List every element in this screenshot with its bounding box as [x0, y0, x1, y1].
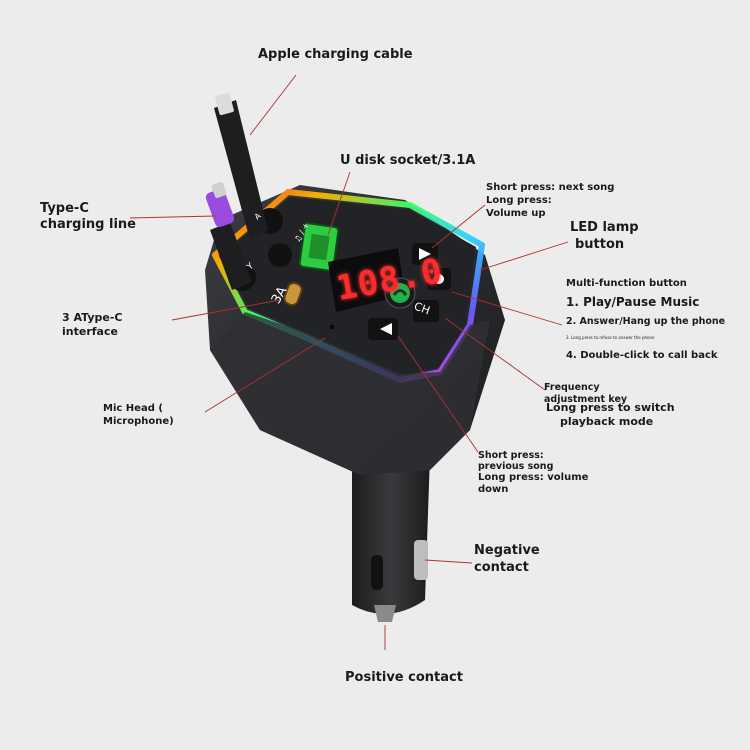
line-usb-socket: [327, 171, 351, 236]
label-multi-function-1: 1. Play/Pause Music: [566, 295, 700, 309]
line-negative-contact: [424, 559, 473, 564]
label-next-song-3: Volume up: [486, 208, 546, 219]
label-switch-mode-1: Long press to switch: [546, 401, 675, 414]
line-apple-cable: [249, 74, 297, 136]
label-multi-function-2: 2. Answer/Hang up the phone: [566, 316, 726, 327]
lightning-connector: [215, 92, 234, 116]
label-frequency-1: Frequency: [544, 382, 600, 393]
label-previous-song-1: Short press:: [478, 450, 544, 461]
type-c-connector: [205, 189, 235, 227]
label-positive-contact: Positive contact: [345, 670, 463, 685]
line-previous-song: [397, 335, 479, 453]
cigarette-plug: [352, 455, 430, 622]
label-usb-socket: U disk socket/3.1A: [340, 153, 476, 168]
type-c-cable: [210, 222, 252, 290]
callout-lines: [129, 74, 569, 650]
line-led-button: [479, 241, 569, 271]
label-mic-head-1: Mic Head (: [103, 403, 163, 414]
mic-hole: [329, 324, 335, 330]
label-type-c-line-2: charging line: [40, 217, 136, 232]
label-frequency-2: adjustment key: [544, 394, 628, 405]
label-previous-song-3: Long press: volume: [478, 472, 589, 483]
label-type-c-interface-1: 3 AType-C: [62, 311, 123, 324]
label-previous-song-2: previous song: [478, 461, 554, 472]
label-switch-mode-2: playback mode: [560, 415, 654, 428]
label-multi-function-title: Multi-function button: [566, 278, 687, 289]
negative-contact-spring: [414, 540, 428, 580]
label-previous-song-4: down: [478, 484, 509, 495]
retractable-cables: [205, 92, 292, 291]
label-next-song-2: Long press:: [486, 195, 552, 206]
line-type-c-interface: [171, 299, 281, 321]
label-led-button-2: button: [575, 237, 625, 252]
apple-cable: [214, 100, 268, 240]
positive-contact-tip: [374, 605, 396, 622]
line-multi-function: [451, 291, 563, 326]
label-type-c-interface-2: interface: [62, 325, 118, 338]
line-mic-head: [204, 337, 326, 413]
label-type-c-line-1: Type-C: [40, 201, 89, 216]
call-button: [384, 277, 416, 309]
usb-socket: [298, 222, 340, 272]
label-apple-cable: Apple charging cable: [258, 47, 413, 62]
line-next-song: [431, 204, 486, 249]
line-type-c-line: [129, 215, 216, 219]
label-negative-contact-2: contact: [474, 560, 529, 575]
label-multi-function-3: 3. Long press to refuse to answer the ph…: [566, 335, 655, 340]
button-cluster: [368, 243, 451, 340]
label-next-song-1: Short press: next song: [486, 182, 615, 193]
label-multi-function-4: 4. Double-click to call back: [566, 350, 718, 361]
type-c-port: [283, 281, 303, 307]
label-mic-head-2: Microphone): [103, 416, 174, 427]
label-negative-contact-1: Negative: [474, 543, 540, 558]
line-frequency: [444, 317, 546, 391]
label-led-button-1: LED lamp: [570, 220, 639, 235]
